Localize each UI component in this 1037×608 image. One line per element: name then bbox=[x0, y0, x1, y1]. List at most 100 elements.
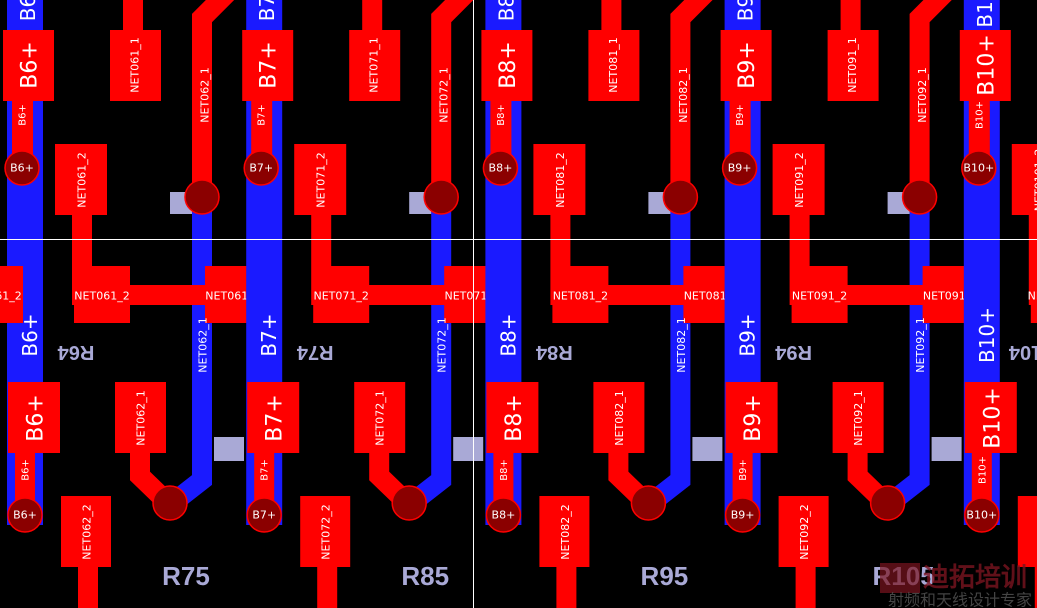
pad-NET071_1[interactable] bbox=[349, 30, 401, 101]
trace-NET082_2[interactable] bbox=[556, 566, 577, 608]
pad-NET071_2[interactable] bbox=[313, 266, 370, 323]
pad-NET072_2[interactable] bbox=[300, 496, 351, 567]
via-pad[interactable] bbox=[7, 497, 43, 533]
pad-B10+[interactable] bbox=[959, 30, 1011, 101]
via[interactable] bbox=[391, 485, 427, 521]
via-label: B10+ bbox=[963, 162, 994, 175]
net-cell-b8: R84R95B8+B8+B8B8+NET081_1NET082_1B8+NET0… bbox=[481, 0, 741, 608]
via-pad[interactable] bbox=[630, 485, 667, 521]
pad-B8+[interactable] bbox=[481, 30, 533, 101]
pad-NET082_2[interactable] bbox=[539, 496, 590, 567]
via-pad[interactable] bbox=[184, 179, 220, 215]
watermark-mark bbox=[880, 563, 920, 593]
pad-NET061_2[interactable] bbox=[74, 266, 130, 323]
trace-NET081_1[interactable] bbox=[601, 0, 622, 32]
trace-NET092_1[interactable] bbox=[909, 0, 952, 197]
via[interactable] bbox=[152, 485, 188, 521]
pad-NET061_2[interactable] bbox=[55, 144, 107, 215]
via-pad[interactable] bbox=[964, 497, 1000, 533]
via-pad[interactable] bbox=[961, 150, 997, 186]
via[interactable]: B7+ bbox=[246, 497, 282, 533]
via-pad[interactable] bbox=[721, 150, 758, 186]
silk-refdes-mirrored: R104 bbox=[1008, 341, 1037, 363]
pad-label: NET062_1 bbox=[135, 390, 148, 445]
via[interactable] bbox=[869, 485, 906, 521]
pad-label: B8+ bbox=[502, 394, 527, 442]
pad-NET061_1[interactable] bbox=[110, 30, 161, 101]
trace-NET092_2[interactable] bbox=[795, 566, 816, 608]
pad-NET0101_2[interactable] bbox=[1011, 144, 1037, 215]
pad-NET091_2[interactable] bbox=[791, 266, 848, 323]
trace-label: NET092_1 bbox=[914, 317, 927, 372]
via-pad[interactable] bbox=[724, 497, 761, 533]
pad-B7+[interactable] bbox=[242, 30, 294, 101]
trace-NET061_1[interactable] bbox=[123, 0, 143, 32]
pad-NET092_1[interactable] bbox=[832, 382, 884, 453]
via[interactable]: B8+ bbox=[482, 150, 519, 186]
pad-NET091_1[interactable] bbox=[827, 30, 879, 101]
trace-NET091_1[interactable] bbox=[840, 0, 861, 32]
pad-label: B6+ bbox=[18, 41, 43, 89]
via-label: B7+ bbox=[252, 509, 276, 522]
pad-B10+[interactable] bbox=[964, 382, 1017, 453]
pad-label: NET071_1 bbox=[368, 37, 381, 92]
pad-NET062_2[interactable] bbox=[61, 496, 111, 567]
pad-B6+[interactable] bbox=[8, 382, 60, 453]
via-pad[interactable] bbox=[662, 179, 699, 215]
pad-NET0102_2[interactable] bbox=[1017, 496, 1037, 567]
via[interactable] bbox=[184, 179, 220, 215]
via[interactable]: B8+ bbox=[485, 497, 522, 533]
via[interactable]: B9+ bbox=[724, 497, 761, 533]
pad-B6+[interactable] bbox=[3, 30, 54, 101]
net-label: B6 bbox=[16, 0, 40, 21]
pad-NET071_2[interactable] bbox=[294, 144, 347, 215]
net-cell-b9: R94R105B9+B9+B9B9+NET091_1NET092_1B9+NET… bbox=[720, 0, 980, 608]
pad-label: B9+ bbox=[741, 394, 766, 442]
pad-NET062_1[interactable] bbox=[115, 382, 166, 453]
via-label: B8+ bbox=[492, 509, 516, 522]
pad-NET092_2[interactable] bbox=[778, 496, 829, 567]
pad-NET072_1[interactable] bbox=[354, 382, 406, 453]
trace-NET0102_2[interactable] bbox=[1034, 566, 1037, 608]
trace-NET072_2[interactable] bbox=[317, 566, 338, 608]
pad-NET091_2[interactable] bbox=[772, 144, 825, 215]
trace-NET071_1[interactable] bbox=[362, 0, 383, 32]
pad-NET081_1[interactable] bbox=[588, 30, 640, 101]
via[interactable]: B6+ bbox=[7, 497, 43, 533]
trace-NET082_1[interactable] bbox=[670, 0, 713, 197]
via[interactable] bbox=[630, 485, 667, 521]
pad-B8+[interactable] bbox=[486, 382, 539, 453]
via-pad[interactable] bbox=[4, 150, 40, 186]
via[interactable]: B10+ bbox=[964, 497, 1000, 533]
via-pad[interactable] bbox=[869, 485, 906, 521]
via-pad[interactable] bbox=[391, 485, 427, 521]
via[interactable] bbox=[662, 179, 699, 215]
via-pad[interactable] bbox=[485, 497, 522, 533]
pad-NET081_2[interactable] bbox=[533, 144, 586, 215]
pad-NET082_1[interactable] bbox=[593, 382, 645, 453]
trace-NET072_1[interactable] bbox=[431, 0, 474, 197]
via-pad[interactable] bbox=[901, 179, 938, 215]
pad-left-edge[interactable] bbox=[0, 266, 23, 323]
pad-B9+[interactable] bbox=[725, 382, 778, 453]
via[interactable]: B6+ bbox=[4, 150, 40, 186]
pad-B9+[interactable] bbox=[720, 30, 772, 101]
via[interactable]: B10+ bbox=[961, 150, 997, 186]
pad-B7+[interactable] bbox=[247, 382, 300, 453]
via-pad[interactable] bbox=[152, 485, 188, 521]
via[interactable]: B7+ bbox=[243, 150, 279, 186]
trace-NET062_2[interactable] bbox=[78, 566, 98, 608]
via[interactable] bbox=[423, 179, 459, 215]
via[interactable]: B9+ bbox=[721, 150, 758, 186]
trace-NET062_1[interactable] bbox=[192, 0, 235, 197]
via-pad[interactable] bbox=[246, 497, 282, 533]
trace-label: B8+ bbox=[499, 459, 510, 481]
via-pad[interactable] bbox=[243, 150, 279, 186]
via-pad[interactable] bbox=[423, 179, 459, 215]
via[interactable] bbox=[901, 179, 938, 215]
via-pad[interactable] bbox=[482, 150, 519, 186]
pad-NET081_2[interactable] bbox=[552, 266, 609, 323]
pad-NET0101_2[interactable] bbox=[1030, 266, 1037, 323]
